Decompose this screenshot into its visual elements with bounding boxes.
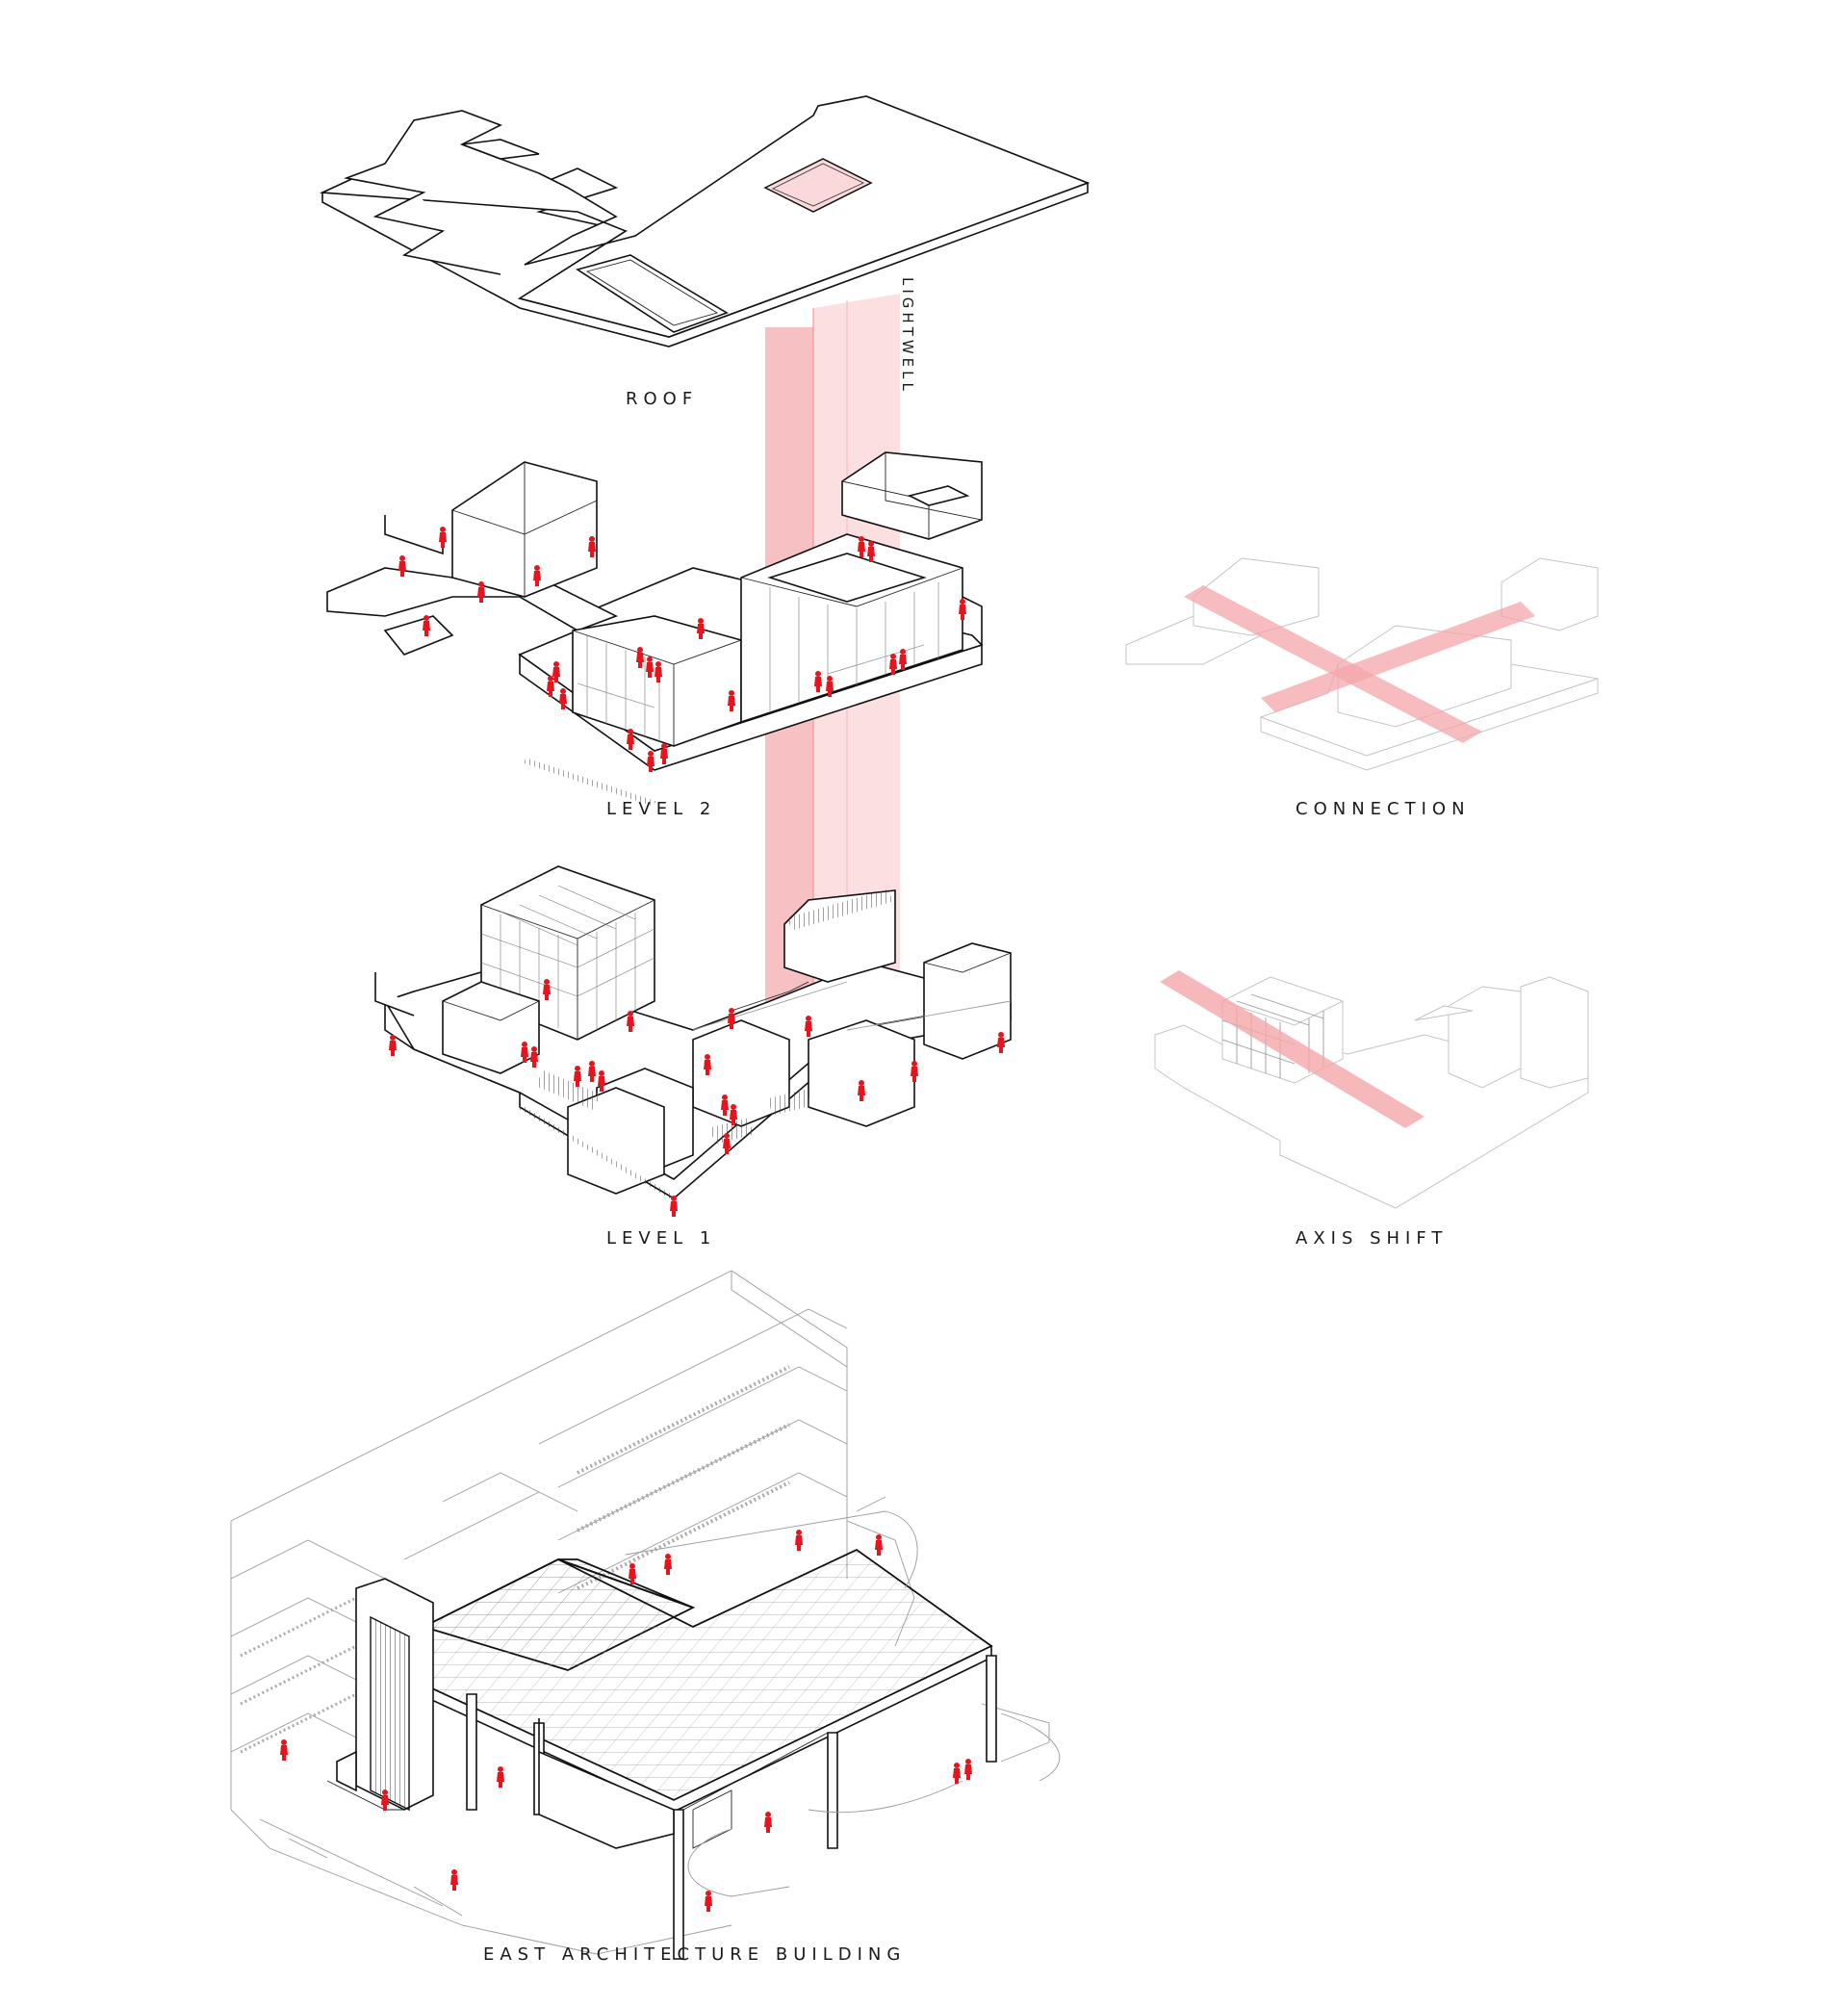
person-figure xyxy=(705,1891,712,1912)
person-figure xyxy=(559,688,567,709)
person-figure xyxy=(423,615,430,636)
person-figure xyxy=(911,1061,918,1082)
roof-plate xyxy=(319,95,1091,348)
person-figure xyxy=(959,599,966,620)
person-figure xyxy=(543,979,551,1000)
person-figure xyxy=(439,527,447,548)
axis-shift-diagram xyxy=(1154,970,1589,1209)
person-figure xyxy=(814,671,822,692)
roof-label: ROOF xyxy=(626,389,699,409)
person-figure xyxy=(588,1061,596,1082)
person-figure xyxy=(636,647,644,668)
person-figure xyxy=(723,1133,731,1154)
person-figure xyxy=(533,565,541,586)
person-figure xyxy=(646,656,654,678)
person-figure xyxy=(660,743,668,764)
level-2-label: LEVEL 2 xyxy=(606,799,717,819)
person-figure xyxy=(730,1104,737,1125)
person-figure xyxy=(381,1789,389,1811)
person-figure xyxy=(521,1042,528,1063)
person-figure xyxy=(664,1554,672,1575)
person-figure xyxy=(497,1766,504,1788)
level-1-label: LEVEL 1 xyxy=(606,1228,717,1249)
level-1-plan xyxy=(374,865,1012,1201)
connection-diagram xyxy=(1125,557,1599,771)
person-figure xyxy=(728,1008,735,1029)
person-figure xyxy=(867,541,875,562)
person-figure xyxy=(574,1066,581,1087)
connection-label: CONNECTION xyxy=(1296,799,1471,819)
person-figure xyxy=(647,751,654,772)
level-2-plan xyxy=(326,451,984,807)
person-figure xyxy=(858,1080,865,1101)
person-figure xyxy=(477,581,485,603)
person-figure xyxy=(530,1046,538,1068)
east-architecture-building-label: EAST ARCHITECTURE BUILDING xyxy=(483,1944,907,1965)
person-figure xyxy=(280,1739,288,1761)
person-figure xyxy=(552,661,560,682)
people-figures xyxy=(280,527,1005,1912)
person-figure xyxy=(389,1035,397,1056)
person-figure xyxy=(704,1054,711,1075)
person-figure xyxy=(547,676,554,697)
lightwell-label: LIGHTWELL xyxy=(899,277,916,395)
person-figure xyxy=(899,649,907,670)
person-figure xyxy=(629,1563,636,1584)
person-figure xyxy=(450,1869,458,1891)
person-figure xyxy=(398,555,406,577)
person-figure xyxy=(654,661,662,682)
person-figure xyxy=(805,1016,812,1037)
person-figure xyxy=(826,676,834,697)
person-figure xyxy=(875,1534,883,1556)
person-figure xyxy=(953,1763,961,1784)
person-figure xyxy=(588,536,596,557)
person-figure xyxy=(598,1070,605,1092)
person-figure xyxy=(670,1196,678,1217)
person-figure xyxy=(627,1011,634,1032)
axis-shift-label: AXIS SHIFT xyxy=(1296,1228,1449,1249)
person-figure xyxy=(795,1530,803,1551)
person-figure xyxy=(889,654,897,675)
person-figure xyxy=(964,1759,972,1780)
person-figure xyxy=(728,690,735,711)
person-figure xyxy=(627,729,634,750)
east-architecture-building xyxy=(230,1270,1061,1960)
person-figure xyxy=(721,1094,729,1116)
person-figure xyxy=(997,1032,1005,1053)
person-figure xyxy=(858,536,865,557)
person-figure xyxy=(764,1812,772,1833)
person-figure xyxy=(697,618,705,639)
